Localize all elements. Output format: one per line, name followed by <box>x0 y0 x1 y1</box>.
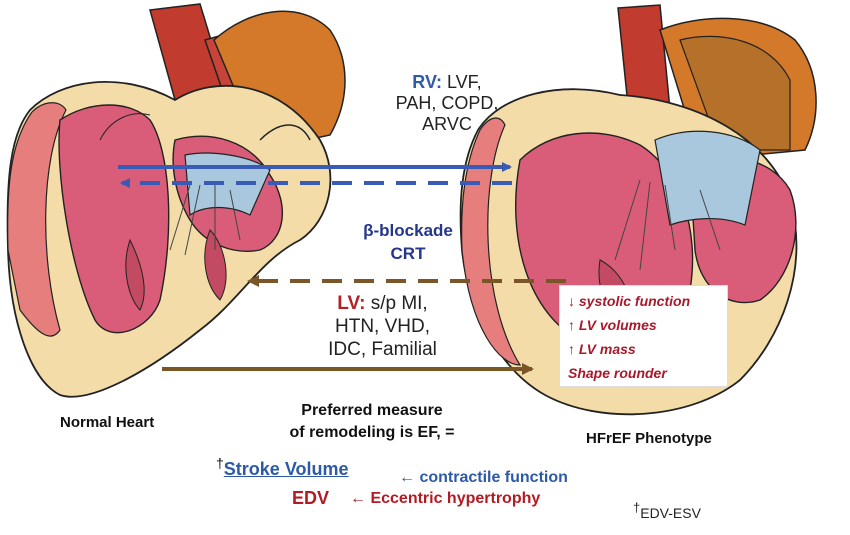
normal-heart-drawing <box>6 3 346 398</box>
edv-note: ← Eccentric hypertrophy <box>350 490 541 507</box>
footnote-text: EDV-ESV <box>640 505 701 521</box>
phenotype-item: ↓ systolic function <box>568 293 691 309</box>
stroke-volume-note: ← contractile function <box>399 469 568 486</box>
phenotype-item: Shape rounder <box>568 365 667 381</box>
rv-causes: RV: LVF, PAH, COPD, ARVC <box>372 72 522 135</box>
preferred-measure-line1: Preferred measure <box>301 402 443 419</box>
phenotype-item: ↑ LV mass <box>568 341 636 357</box>
therapy-beta-blockade: β-blockade <box>363 221 453 240</box>
preferred-measure: Preferred measure of remodeling is EF, = <box>262 400 482 444</box>
lv-causes-line3: IDC, Familial <box>328 339 437 360</box>
therapy-block: β-blockade CRT <box>343 219 473 265</box>
lv-causes: LV: s/p MI, HTN, VHD, IDC, Familial <box>300 292 465 361</box>
therapy-crt: CRT <box>390 244 426 263</box>
hfref-phenotype-label: HFrEF Phenotype <box>586 430 712 447</box>
phenotype-box: ↓ systolic function ↑ LV volumes ↑ LV ma… <box>559 285 728 387</box>
rv-label: RV: <box>412 72 442 92</box>
preferred-measure-line2: of remodeling is EF, = <box>289 424 455 441</box>
footnote: †EDV-ESV <box>633 500 701 521</box>
rv-causes-line1: LVF, <box>447 72 482 92</box>
rv-causes-line3: ARVC <box>422 114 472 134</box>
footnote-dagger: † <box>633 500 641 515</box>
lv-label: LV: <box>337 293 366 314</box>
lv-causes-line1: s/p MI, <box>370 293 428 314</box>
stroke-volume-label: Stroke Volume <box>223 459 349 479</box>
lv-causes-line2: HTN, VHD, <box>335 316 430 337</box>
stroke-volume: †Stroke Volume <box>216 455 349 480</box>
stroke-volume-dagger: † <box>216 455 224 471</box>
edv-label: EDV <box>292 488 330 508</box>
normal-heart-label: Normal Heart <box>60 414 155 431</box>
rv-causes-line2: PAH, COPD, <box>395 93 499 113</box>
phenotype-item: ↑ LV volumes <box>568 317 657 333</box>
